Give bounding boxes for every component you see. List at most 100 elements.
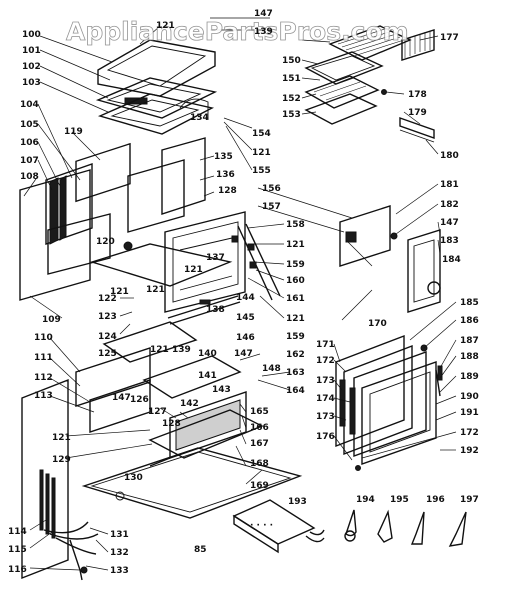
part-label: 155: [252, 166, 271, 176]
part-label: 194: [356, 495, 375, 505]
part-label: 140: [198, 349, 217, 359]
broiler-grate-assembly: [304, 25, 435, 143]
part-label: 104: [20, 100, 39, 110]
part-label: 136: [216, 170, 235, 180]
part-label: 100: [22, 30, 41, 40]
lower-drawer-assembly: [75, 321, 303, 519]
part-label: 178: [408, 90, 427, 100]
part-label: 113: [34, 391, 53, 401]
part-label: 139: [172, 345, 191, 355]
part-label: 188: [460, 352, 479, 362]
part-label: 163: [286, 368, 305, 378]
svg-text:· · · ·: · · · ·: [250, 521, 273, 531]
part-label: 128: [218, 186, 237, 196]
part-label: 147: [234, 349, 253, 359]
part-label: 162: [286, 350, 305, 360]
oven-cavity: [89, 137, 246, 313]
page-number: 85: [194, 545, 207, 555]
part-label: 132: [110, 548, 129, 558]
part-label: 167: [250, 439, 269, 449]
control-panel: [339, 205, 441, 313]
part-label: 148: [262, 364, 281, 374]
part-label: 195: [390, 495, 409, 505]
part-label: 139: [254, 27, 273, 37]
part-label: 171: [316, 340, 335, 350]
part-label: 108: [20, 172, 39, 182]
part-label: 156: [262, 184, 281, 194]
part-label: 147: [254, 9, 273, 19]
part-label: 192: [460, 446, 479, 456]
part-label: 164: [286, 386, 305, 396]
part-label: 141: [198, 371, 217, 381]
part-label: 145: [236, 313, 255, 323]
part-label: 181: [440, 180, 459, 190]
part-label: 116: [8, 565, 27, 575]
part-label: 161: [286, 294, 305, 304]
part-label: 150: [282, 56, 301, 66]
part-label: 103: [22, 78, 41, 88]
part-label: 183: [440, 236, 459, 246]
part-label: 185: [460, 298, 479, 308]
part-label: 138: [206, 305, 225, 315]
part-label: 125: [98, 349, 117, 359]
part-label: 111: [34, 353, 53, 363]
element-193: · · · ·: [232, 499, 325, 554]
part-label: 187: [460, 336, 479, 346]
part-label: 131: [110, 530, 129, 540]
part-label: 174: [316, 394, 335, 404]
part-label: 160: [286, 276, 305, 286]
door-frame-parts: [167, 223, 281, 325]
part-label: 129: [52, 455, 71, 465]
part-label: 165: [250, 407, 269, 417]
part-label: 159: [286, 260, 305, 270]
part-label: 124: [98, 332, 117, 342]
part-label: 144: [236, 293, 255, 303]
part-label: 176: [316, 432, 335, 442]
part-label: 143: [212, 385, 231, 395]
part-label: 135: [214, 152, 233, 162]
part-label: 166: [250, 423, 269, 433]
part-label: 112: [34, 373, 53, 383]
part-label: 170: [368, 319, 387, 329]
part-label: 137: [206, 253, 225, 263]
part-label: 151: [282, 74, 301, 84]
part-label: 152: [282, 94, 301, 104]
part-label: 128: [162, 419, 181, 429]
part-label: 110: [34, 333, 53, 343]
part-label: 121: [156, 21, 175, 31]
part-label: 157: [262, 202, 281, 212]
part-label: 147: [440, 218, 459, 228]
part-label: 126: [130, 395, 149, 405]
part-label: 180: [440, 151, 459, 161]
part-label: 121: [110, 287, 129, 297]
bottom-side-panel: [21, 378, 99, 581]
part-label: 184: [442, 255, 461, 265]
part-label: 191: [460, 408, 479, 418]
oven-door-assembly: [335, 334, 443, 471]
part-label: 121: [150, 345, 169, 355]
part-label: 172: [460, 428, 479, 438]
part-label: 179: [408, 108, 427, 118]
part-label: 122: [98, 294, 117, 304]
part-label: 190: [460, 392, 479, 402]
part-label: 154: [252, 129, 271, 139]
cooktop-top-assembly: [95, 39, 218, 135]
part-label: 121: [252, 148, 271, 158]
part-label: 121: [184, 265, 203, 275]
part-label: 189: [460, 372, 479, 382]
watermark: AppliancePartsPros.com: [66, 17, 409, 46]
part-label: 115: [8, 545, 27, 555]
part-label: 177: [440, 33, 459, 43]
part-label: 169: [250, 481, 269, 491]
hardware-parts: [344, 509, 467, 547]
part-label: 121: [286, 314, 305, 324]
part-label: 147: [112, 393, 131, 403]
part-label: 193: [288, 497, 307, 507]
part-label: 146: [236, 333, 255, 343]
part-label: 196: [426, 495, 445, 505]
part-label: 182: [440, 200, 459, 210]
part-label: 102: [22, 62, 41, 72]
part-label: 105: [20, 120, 39, 130]
part-label: 130: [124, 473, 143, 483]
part-label: 158: [286, 220, 305, 230]
